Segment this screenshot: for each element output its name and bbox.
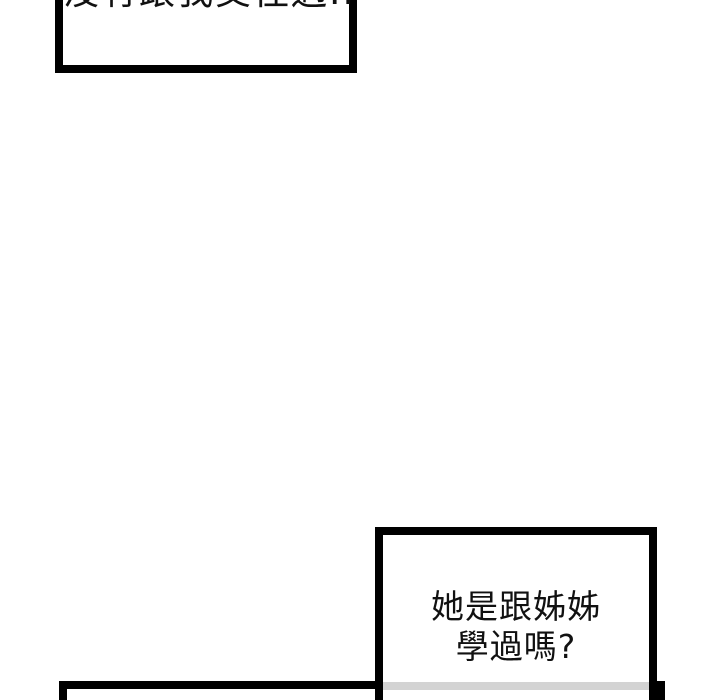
speech-text-line1: 她是跟姊姊 bbox=[431, 587, 601, 626]
speech-text-bottom: 她是跟姊姊 學過嗎? bbox=[383, 587, 649, 667]
speech-text-line2: 學過嗎? bbox=[455, 627, 577, 666]
panel-divider-band bbox=[383, 682, 649, 690]
speech-bubble-top: 沒有跟我交往過.. bbox=[55, 0, 357, 73]
speech-text-top: 沒有跟我交往過.. bbox=[63, 0, 354, 13]
speech-bubble-bottom: 她是跟姊姊 學過嗎? bbox=[375, 527, 657, 700]
